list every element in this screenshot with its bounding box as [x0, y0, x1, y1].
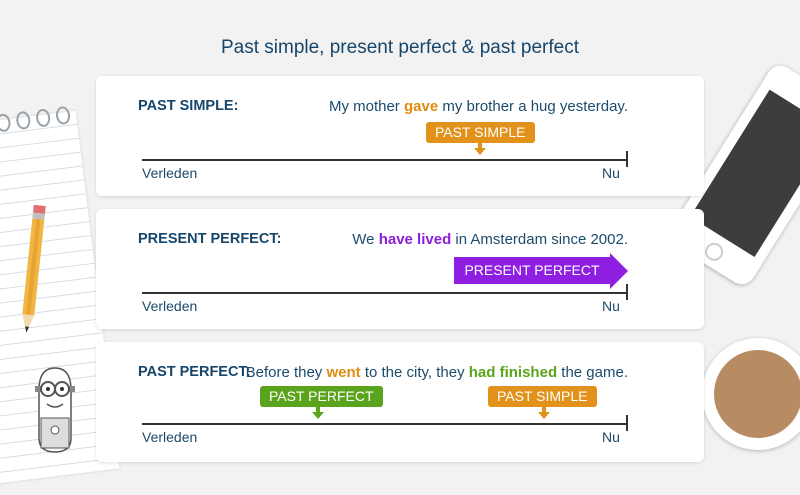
sentence-text: in Amsterdam since 2002.: [451, 231, 628, 248]
timeline-axis: [142, 292, 628, 294]
timeline-label-now: Nu: [602, 429, 620, 445]
tag-pointer-stem: [542, 407, 546, 412]
example-sentence: My mother gave my brother a hug yesterda…: [329, 98, 628, 115]
timeline-label-past: Verleden: [142, 165, 198, 181]
pencil-icon: [22, 204, 46, 333]
tag-pointer-arrow-icon: [312, 412, 324, 419]
sentence-highlight-verb: went: [326, 364, 361, 381]
timeline-label-now: Nu: [602, 298, 620, 314]
sentence-text: My mother: [328, 98, 404, 115]
present-perfect-arrow: PRESENT PERFECT: [454, 257, 610, 284]
tag-pointer-stem: [478, 143, 482, 148]
present-perfect-arrowhead-icon: [610, 253, 628, 289]
sentence-text: the game.: [557, 364, 628, 381]
card-past-simple: PAST SIMPLE: My mother gave my brother a…: [96, 76, 704, 196]
phone-screen: [690, 89, 800, 258]
card-past-perfect: PAST PERFECT: Before they went to the ci…: [96, 342, 704, 462]
past-perfect-tag: PAST PERFECT: [260, 386, 383, 407]
timeline-now-tick: [626, 415, 628, 431]
tag-pointer-stem: [316, 407, 320, 412]
sentence-text: to the city, they: [360, 364, 469, 381]
card-present-perfect: PRESENT PERFECT: We have lived in Amster…: [96, 209, 704, 329]
coffee-cup-decoration: [702, 338, 800, 450]
timeline-now-tick: [626, 284, 628, 300]
timeline-label-past: Verleden: [142, 429, 198, 445]
sentence-text: my brother a hug yesterday.: [438, 98, 628, 115]
notebook-ring: [54, 105, 72, 126]
coffee: [714, 350, 800, 438]
timeline-now-tick: [626, 151, 628, 167]
sentence-highlight-verb: have lived: [378, 231, 452, 248]
card-label: PRESENT PERFECT:: [138, 231, 282, 247]
sentence-highlight-verb: had finished: [468, 364, 558, 381]
phone-home-button: [701, 239, 727, 265]
card-label: PAST SIMPLE:: [138, 98, 239, 114]
example-sentence: We have lived in Amsterdam since 2002.: [352, 231, 628, 248]
minion-sketch-icon: [35, 367, 75, 453]
timeline-label-now: Nu: [602, 165, 620, 181]
sentence-text: Before they: [245, 364, 327, 381]
example-sentence: Before they went to the city, they had f…: [246, 364, 628, 381]
notebook-ring: [0, 113, 12, 133]
timeline-axis: [142, 159, 628, 161]
past-simple-tag: PAST SIMPLE: [426, 122, 535, 143]
sentence-highlight-verb: gave: [403, 98, 439, 115]
tag-pointer-arrow-icon: [474, 148, 486, 155]
past-simple-tag: PAST SIMPLE: [488, 386, 597, 407]
timeline-label-past: Verleden: [142, 298, 198, 314]
notebook-ring: [15, 110, 32, 131]
card-label: PAST PERFECT:: [138, 364, 251, 380]
tag-pointer-arrow-icon: [538, 412, 550, 419]
notebook-ring: [35, 108, 52, 128]
timeline-axis: [142, 423, 628, 425]
page-title: Past simple, present perfect & past perf…: [220, 37, 579, 58]
sentence-text: We: [352, 231, 379, 248]
